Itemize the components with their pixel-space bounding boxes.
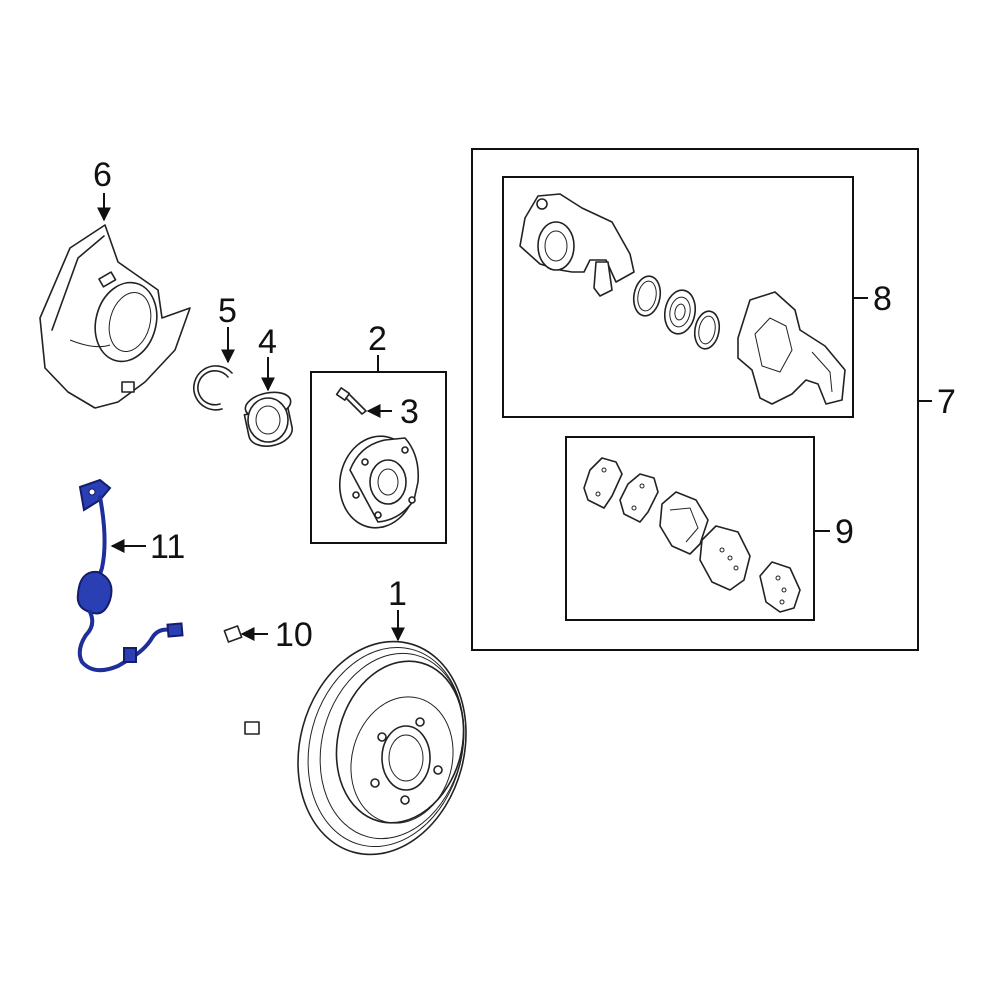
caliper-bracket[interactable] <box>737 291 846 405</box>
brake-rotor-part[interactable] <box>275 622 489 873</box>
dust-shield-part[interactable] <box>39 224 191 409</box>
brake-pad-inner[interactable] <box>659 491 709 555</box>
pad-shim-1[interactable] <box>583 457 623 509</box>
pad-kit-box <box>565 436 815 621</box>
caliper-assembly-box <box>471 148 919 651</box>
callout-2: 2 <box>368 320 387 358</box>
callout-11: 11 <box>150 528 185 566</box>
abs-sensor-part[interactable] <box>76 478 184 673</box>
dust-boot-ring[interactable] <box>692 309 722 351</box>
wheel-bearing-part[interactable] <box>243 388 295 450</box>
callout-7: 7 <box>937 383 956 421</box>
callout-6: 6 <box>93 156 112 194</box>
caliper-part[interactable] <box>519 193 635 297</box>
pad-shim-3[interactable] <box>759 561 801 613</box>
wheel-hub-part[interactable] <box>333 430 424 534</box>
callout-8: 8 <box>873 280 892 318</box>
brake-hose-part[interactable] <box>202 625 260 735</box>
callout-9: 9 <box>835 513 854 551</box>
snap-ring-part[interactable] <box>193 365 233 411</box>
hub-bolt-part[interactable] <box>335 387 367 415</box>
callout-5: 5 <box>218 292 237 330</box>
callout-4: 4 <box>258 323 277 361</box>
callout-1: 1 <box>388 575 407 613</box>
brake-pad-outer[interactable] <box>699 525 751 591</box>
callout-3: 3 <box>400 393 419 431</box>
callout-10: 10 <box>275 616 313 654</box>
caliper-piston[interactable] <box>661 288 698 337</box>
pad-shim-2[interactable] <box>619 473 659 523</box>
piston-seal-ring[interactable] <box>631 274 664 318</box>
